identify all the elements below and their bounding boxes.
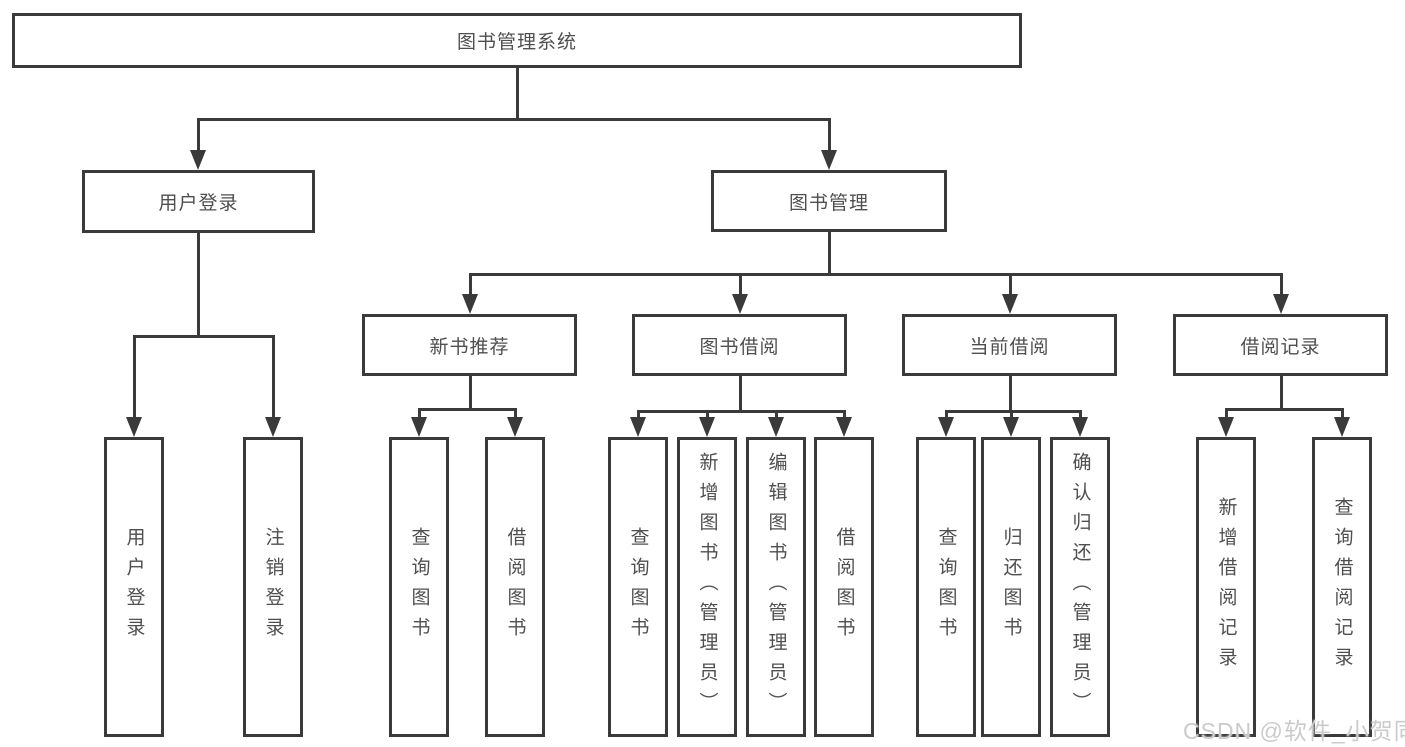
node-leaf-recommend-query-books: 查询图书 xyxy=(389,437,449,737)
node-label: 编辑图书（管理员） xyxy=(765,452,787,722)
connector-borrow-drop-1 xyxy=(637,410,640,417)
node-leaf-logout: 注销登录 xyxy=(243,437,303,737)
arrowhead-to-borrow-add xyxy=(699,417,715,437)
node-leaf-records-query: 查询借阅记录 xyxy=(1312,437,1372,737)
arrowhead-to-recommend-borrow xyxy=(507,417,523,437)
connector-records-hline xyxy=(1225,408,1344,411)
connector-current-drop-2 xyxy=(1010,410,1013,417)
arrowhead-to-leaf-logout xyxy=(265,417,281,437)
connector-current-drop-3 xyxy=(1079,410,1082,417)
node-label: 查询图书 xyxy=(935,527,957,647)
arrowhead-to-borrow-borrow xyxy=(836,417,852,437)
node-label: 确认归还（管理员） xyxy=(1069,452,1091,722)
connector-current-stem xyxy=(1009,376,1012,410)
connector-borrow-drop-2 xyxy=(706,410,709,417)
connector-current-drop-1 xyxy=(945,410,948,417)
node-label: 借阅记录 xyxy=(1240,336,1321,358)
node-label: 归还图书 xyxy=(1000,527,1022,647)
connector-root-drop-left xyxy=(197,118,200,152)
node-label: 借阅图书 xyxy=(504,527,526,647)
connector-user-login-hline xyxy=(133,335,274,338)
arrowhead-to-leaf-user-login xyxy=(126,417,142,437)
connector-recommend-drop-1 xyxy=(418,408,421,417)
connector-borrow-hline xyxy=(637,410,845,413)
node-label: 查询图书 xyxy=(408,527,430,647)
node-leaf-borrow-borrow-books: 借阅图书 xyxy=(814,437,874,737)
connector-user-login-drop-2 xyxy=(272,335,275,417)
arrowhead-to-records-add xyxy=(1218,417,1234,437)
connector-records-drop-2 xyxy=(1341,408,1344,417)
arrowhead-to-new-book-recommend xyxy=(462,294,478,314)
node-leaf-borrow-add-books-admin: 新增图书（管理员） xyxy=(677,437,737,737)
arrowhead-to-records-query xyxy=(1334,417,1350,437)
connector-borrow-stem xyxy=(739,376,742,410)
connector-root-hline xyxy=(197,118,830,121)
node-leaf-current-return-books: 归还图书 xyxy=(981,437,1041,737)
arrowhead-to-book-borrow xyxy=(732,294,748,314)
arrowhead-to-user-login xyxy=(190,150,206,170)
connector-book-mgmt-drop-3 xyxy=(1009,273,1012,294)
connector-book-mgmt-hline xyxy=(469,273,1282,276)
node-borrow-records: 借阅记录 xyxy=(1173,314,1388,376)
node-new-book-recommend: 新书推荐 xyxy=(362,314,577,376)
arrowhead-to-current-query xyxy=(938,417,954,437)
csdn-watermark: CSDN @软件_小贺同学 xyxy=(1183,718,1405,744)
connector-root-drop-right xyxy=(828,118,831,152)
node-user-login: 用户登录 xyxy=(82,170,315,233)
connector-root-stem xyxy=(516,68,519,118)
connector-recommend-stem xyxy=(469,376,472,408)
connector-book-mgmt-drop-1 xyxy=(469,273,472,294)
node-label: 用户登录 xyxy=(158,193,239,214)
connector-borrow-drop-4 xyxy=(843,410,846,417)
node-leaf-borrow-query-books: 查询图书 xyxy=(608,437,668,737)
node-book-management: 图书管理 xyxy=(711,170,947,232)
arrowhead-to-recommend-query xyxy=(411,417,427,437)
arrowhead-to-book-management xyxy=(821,150,837,170)
arrowhead-to-borrow-edit xyxy=(768,417,784,437)
arrowhead-to-borrow-query xyxy=(630,417,646,437)
node-label: 借阅图书 xyxy=(833,527,855,647)
arrowhead-to-current-borrow xyxy=(1002,294,1018,314)
connector-borrow-drop-3 xyxy=(775,410,778,417)
connector-book-mgmt-drop-4 xyxy=(1280,273,1283,294)
node-leaf-user-login: 用户登录 xyxy=(104,437,164,737)
connector-recommend-hline xyxy=(418,408,516,411)
arrowhead-to-current-return xyxy=(1003,417,1019,437)
node-label: 当前借阅 xyxy=(969,336,1050,358)
node-current-borrow: 当前借阅 xyxy=(902,314,1117,376)
node-label: 新书推荐 xyxy=(429,336,510,358)
connector-recommend-drop-2 xyxy=(514,408,517,417)
connector-book-mgmt-stem xyxy=(828,232,831,273)
arrowhead-to-current-confirm xyxy=(1072,417,1088,437)
node-label: 新增图书（管理员） xyxy=(696,452,718,722)
node-library-management-system: 图书管理系统 xyxy=(12,13,1022,68)
node-label: 图书管理系统 xyxy=(456,32,577,53)
node-book-borrow: 图书借阅 xyxy=(632,314,847,376)
node-label: 图书借阅 xyxy=(699,336,780,358)
connector-current-hline xyxy=(945,410,1082,413)
connector-user-login-stem xyxy=(197,233,200,335)
connector-records-drop-1 xyxy=(1225,408,1228,417)
node-label: 查询借阅记录 xyxy=(1331,497,1353,677)
node-leaf-current-confirm-return-admin: 确认归还（管理员） xyxy=(1050,437,1110,737)
connector-records-stem xyxy=(1280,376,1283,408)
node-leaf-borrow-edit-books-admin: 编辑图书（管理员） xyxy=(746,437,806,737)
node-leaf-current-query-books: 查询图书 xyxy=(916,437,976,737)
node-label: 新增借阅记录 xyxy=(1215,497,1237,677)
node-leaf-records-add: 新增借阅记录 xyxy=(1196,437,1256,737)
node-label: 用户登录 xyxy=(123,527,145,647)
node-leaf-recommend-borrow-books: 借阅图书 xyxy=(485,437,545,737)
node-label: 注销登录 xyxy=(262,527,284,647)
arrowhead-to-borrow-records xyxy=(1273,294,1289,314)
node-label: 查询图书 xyxy=(627,527,649,647)
connector-book-mgmt-drop-2 xyxy=(739,273,742,294)
node-label: 图书管理 xyxy=(788,192,869,214)
connector-user-login-drop-1 xyxy=(133,335,136,417)
